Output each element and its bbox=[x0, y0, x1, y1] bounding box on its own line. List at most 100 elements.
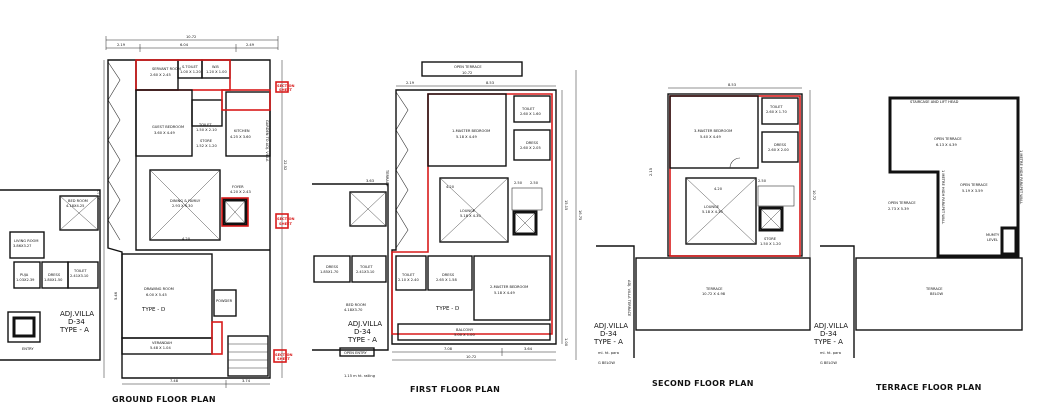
ff-adj-toilet bbox=[351, 255, 387, 283]
sf-toilet-label: TOILET bbox=[769, 105, 783, 109]
ff-mb1 bbox=[427, 93, 507, 167]
gf-adj-lift bbox=[12, 316, 36, 338]
ff-dim-bottom-a: 7.08 bbox=[444, 347, 453, 351]
ff-balcony-dim: 5.00 X 1.00 bbox=[454, 333, 475, 337]
sf-lift bbox=[758, 206, 784, 232]
ff-mb2-label: 2-MASTER BEDROOM bbox=[490, 285, 528, 289]
ff-lounge-label: LOUNGE bbox=[460, 209, 476, 213]
ff-outer-wall bbox=[391, 89, 557, 345]
tf-adj-villa-type: TYPE - A bbox=[813, 338, 843, 346]
ff-dim-side: 15.15 bbox=[564, 200, 568, 210]
sf-note-a: ml. ht. para bbox=[598, 351, 619, 355]
gf-adj-toilet-dim: 2.41X3.10 bbox=[70, 274, 89, 278]
ff-dim-mid-a: 4.20 bbox=[446, 185, 455, 189]
gf-plan-title: GROUND FLOOR PLAN bbox=[112, 395, 216, 404]
ff-adj-dress-dim: 1.85X1.70 bbox=[320, 270, 339, 274]
tf-vert-note-2: 1 METRE HIGH PARAPET WALL bbox=[941, 170, 945, 224]
tf-terrace-label: TERRACE bbox=[925, 287, 943, 291]
gf-servant-dim: 2.60 X 2.45 bbox=[150, 73, 171, 77]
gf-adj-puja bbox=[13, 261, 41, 289]
tf-open3-dim: 2.73 X 5.39 bbox=[888, 207, 909, 211]
ff-open-terrace-dim: 10.72 bbox=[462, 71, 472, 75]
ff-lounge bbox=[439, 177, 509, 243]
sf-toilet bbox=[761, 97, 799, 125]
ff-dim-top-b: 8.53 bbox=[486, 81, 494, 85]
sf-stair bbox=[757, 185, 795, 207]
tf-top-note: STAIRCASE AND LIFT HEAD bbox=[910, 100, 959, 104]
sf-dim-mid-b: 2.50 bbox=[758, 179, 767, 183]
ff-adj-dress-label: DRESS bbox=[326, 265, 339, 269]
gf-adj-bedroom bbox=[59, 195, 99, 231]
tf-vert-note: 1 METRE HIGH PARAPET WALL bbox=[1019, 150, 1023, 204]
ff-toilet1-dim: 2.60 X 1.60 bbox=[520, 112, 541, 116]
gf-stoilet-dim: 1.00 X 1.20 bbox=[180, 70, 201, 74]
ff-toilet2-dim: 2.10 X 2.40 bbox=[398, 278, 419, 282]
second-floor-plan: 8.53 3-MASTER BEDROOM 5.40 X 4.49 TOILET… bbox=[593, 83, 816, 388]
ff-toilet1-label: TOILET bbox=[521, 107, 535, 111]
gf-guest-dim: 3.60 X 4.49 bbox=[154, 131, 175, 135]
gf-store-dim: 1.52 X 1.20 bbox=[196, 144, 217, 148]
ff-stair bbox=[511, 187, 543, 211]
ff-adj-railing-note: 1.15 m ht. railing bbox=[344, 374, 375, 378]
ff-adj-entry-box bbox=[339, 347, 375, 357]
gf-verandah-dim: 5.48 X 1.04 bbox=[150, 346, 171, 350]
gf-section-tag-2-sub: SHEET bbox=[279, 222, 293, 226]
ff-adj-bed-dim: 4.18X3.70 bbox=[344, 308, 363, 312]
ff-mb1-dim: 5.18 X 4.49 bbox=[456, 135, 477, 139]
gf-section-tag-1-text: SECTION bbox=[277, 84, 295, 88]
gf-dim-side-b: 5.46 bbox=[114, 291, 118, 300]
ff-plan-title: FIRST FLOOR PLAN bbox=[410, 385, 500, 394]
ff-dim-bottom-total: 10.72 bbox=[466, 355, 476, 359]
gf-toilet-label: TOILET bbox=[198, 123, 212, 127]
gf-store-label: STORE bbox=[200, 139, 213, 143]
sf-note-b: G BELOW bbox=[598, 361, 615, 365]
tf-open2-dim: 5.19 X 3.59 bbox=[962, 189, 983, 193]
gf-adj-puja-dim: 1.03X2.39 bbox=[16, 278, 35, 282]
tf-mumty-sub: LEVEL bbox=[987, 238, 998, 242]
ff-toilet1 bbox=[513, 95, 551, 123]
sf-terrace-dim: 10.72 X 4.98 bbox=[702, 292, 726, 296]
ff-dim-left-top: 3.63 bbox=[366, 179, 374, 183]
ff-boundary-hatch bbox=[395, 91, 409, 249]
ff-type-label: TYPE - D bbox=[435, 306, 459, 312]
ff-dim-side-b: 16.75 bbox=[578, 210, 582, 220]
gf-adj-living bbox=[9, 231, 45, 259]
tf-open1-dim: 6.13 X 4.39 bbox=[936, 143, 957, 147]
ff-open-terrace-label: OPEN TERRACE bbox=[454, 65, 482, 69]
gf-foyer-label: FOYER bbox=[232, 185, 244, 189]
ff-open-terrace bbox=[421, 61, 523, 77]
ff-dim-mid-b: 2.50 bbox=[514, 181, 523, 185]
gf-servant-label: SERVANT ROOM bbox=[152, 67, 181, 71]
ff-adj-villa-label: ADJ.VILLA bbox=[348, 320, 382, 328]
tf-adj-outline bbox=[820, 245, 855, 358]
gf-drawing-room bbox=[121, 253, 213, 339]
ground-floor-plan: 10.72 2.19 6.04 2.49 SERVANT ROOM 2.60 X… bbox=[0, 35, 295, 404]
tf-note-b: G BELOW bbox=[820, 361, 837, 365]
ff-adj-dress bbox=[313, 255, 351, 283]
sf-terrace-label: TERRACE bbox=[705, 287, 723, 291]
terrace-floor-plan: STAIRCASE AND LIFT HEAD OPEN TERRACE 6.1… bbox=[813, 96, 1023, 392]
gf-adj-villa-type: TYPE - A bbox=[59, 326, 89, 334]
sf-mb3-label: 3-MASTER BEDROOM bbox=[694, 129, 732, 133]
gf-drawing-label: DRAWING ROOM bbox=[144, 287, 174, 291]
gf-wb bbox=[201, 59, 231, 79]
gf-kitchen bbox=[225, 91, 271, 157]
gf-entry-steps bbox=[227, 335, 269, 377]
gf-guest-bedroom bbox=[135, 89, 193, 157]
ff-dress1-dim: 2.60 X 2.05 bbox=[520, 146, 541, 150]
gf-outer-wall bbox=[107, 59, 271, 379]
ff-mb2-dim: 5.18 X 4.49 bbox=[494, 291, 515, 295]
sf-dress-dim: 2.60 X 2.00 bbox=[768, 148, 789, 152]
ff-toilet2 bbox=[395, 255, 427, 291]
gf-section-tag-3 bbox=[273, 349, 287, 363]
sf-toilet-dim: 2.60 X 1.70 bbox=[766, 110, 787, 114]
gf-wb-label: W.B bbox=[212, 65, 219, 69]
ff-mb2 bbox=[473, 255, 551, 321]
ff-adj-villa-type: TYPE - A bbox=[347, 336, 377, 344]
gf-toilet-dim: 1.50 X 2.10 bbox=[196, 128, 217, 132]
gf-dim-top-a: 2.19 bbox=[117, 43, 126, 47]
ff-adj-toilet-dim: 2.41X3.10 bbox=[356, 270, 375, 274]
gf-dim-top-c: 2.49 bbox=[246, 43, 255, 47]
sf-dim-side: 10.72 bbox=[812, 190, 816, 200]
sf-dim-mid-a: 4.20 bbox=[714, 187, 723, 191]
